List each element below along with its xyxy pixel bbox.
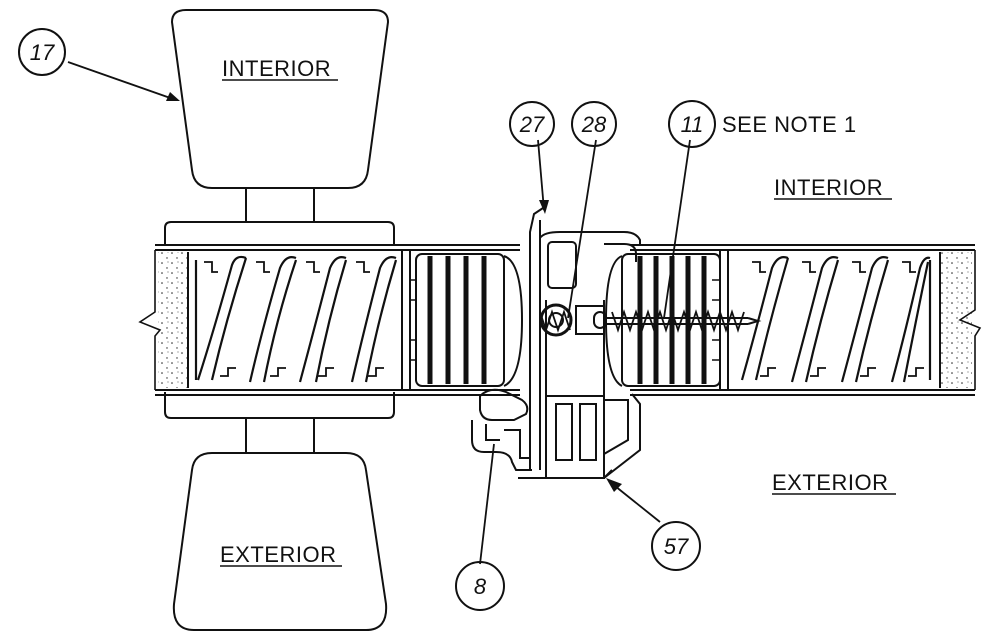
right-panel-core — [740, 256, 932, 383]
callout-circle-8 — [455, 561, 505, 611]
arrowhead-27 — [539, 200, 549, 214]
right-substrate-fill — [940, 252, 972, 388]
callout-17: 17 — [30, 40, 55, 65]
interior-label-right: INTERIOR — [774, 175, 883, 200]
callout-11: 11 — [681, 112, 704, 137]
screw-assembly — [539, 303, 762, 337]
callout-circle-57 — [651, 521, 701, 571]
gasket — [471, 388, 532, 471]
exterior-label-right: EXTERIOR — [772, 470, 888, 495]
left-panel-core — [194, 255, 398, 383]
arrowhead-57 — [606, 478, 622, 492]
aluminium-extrusion — [518, 205, 641, 479]
interior-block — [170, 9, 390, 222]
callout-8: 8 — [474, 574, 487, 599]
right-panel-edge — [604, 250, 729, 390]
upper-clamp-plate — [164, 221, 395, 246]
right-break-line — [958, 250, 982, 390]
callout-circles — [18, 28, 716, 611]
leader-lines — [67, 61, 691, 565]
left-break-line — [138, 250, 162, 390]
lower-clamp-plate — [164, 392, 395, 419]
callout-27: 27 — [519, 112, 545, 137]
left-substrate-fill — [158, 252, 188, 388]
callout-28: 28 — [581, 112, 607, 137]
callout-circle-27 — [509, 101, 555, 147]
exterior-block — [172, 418, 388, 631]
callout-circle-11 — [668, 100, 716, 148]
left-panel-edge — [401, 250, 524, 390]
callout-57: 57 — [664, 534, 689, 559]
see-note-label: SEE NOTE 1 — [722, 112, 857, 137]
arrowhead-17 — [166, 92, 180, 101]
callout-circle-28 — [571, 101, 617, 147]
label-underlines — [220, 79, 896, 567]
panel-skins — [155, 244, 975, 396]
interior-label-block: INTERIOR — [222, 56, 331, 81]
callout-circle-17 — [18, 28, 66, 76]
exterior-label-block: EXTERIOR — [220, 542, 336, 567]
